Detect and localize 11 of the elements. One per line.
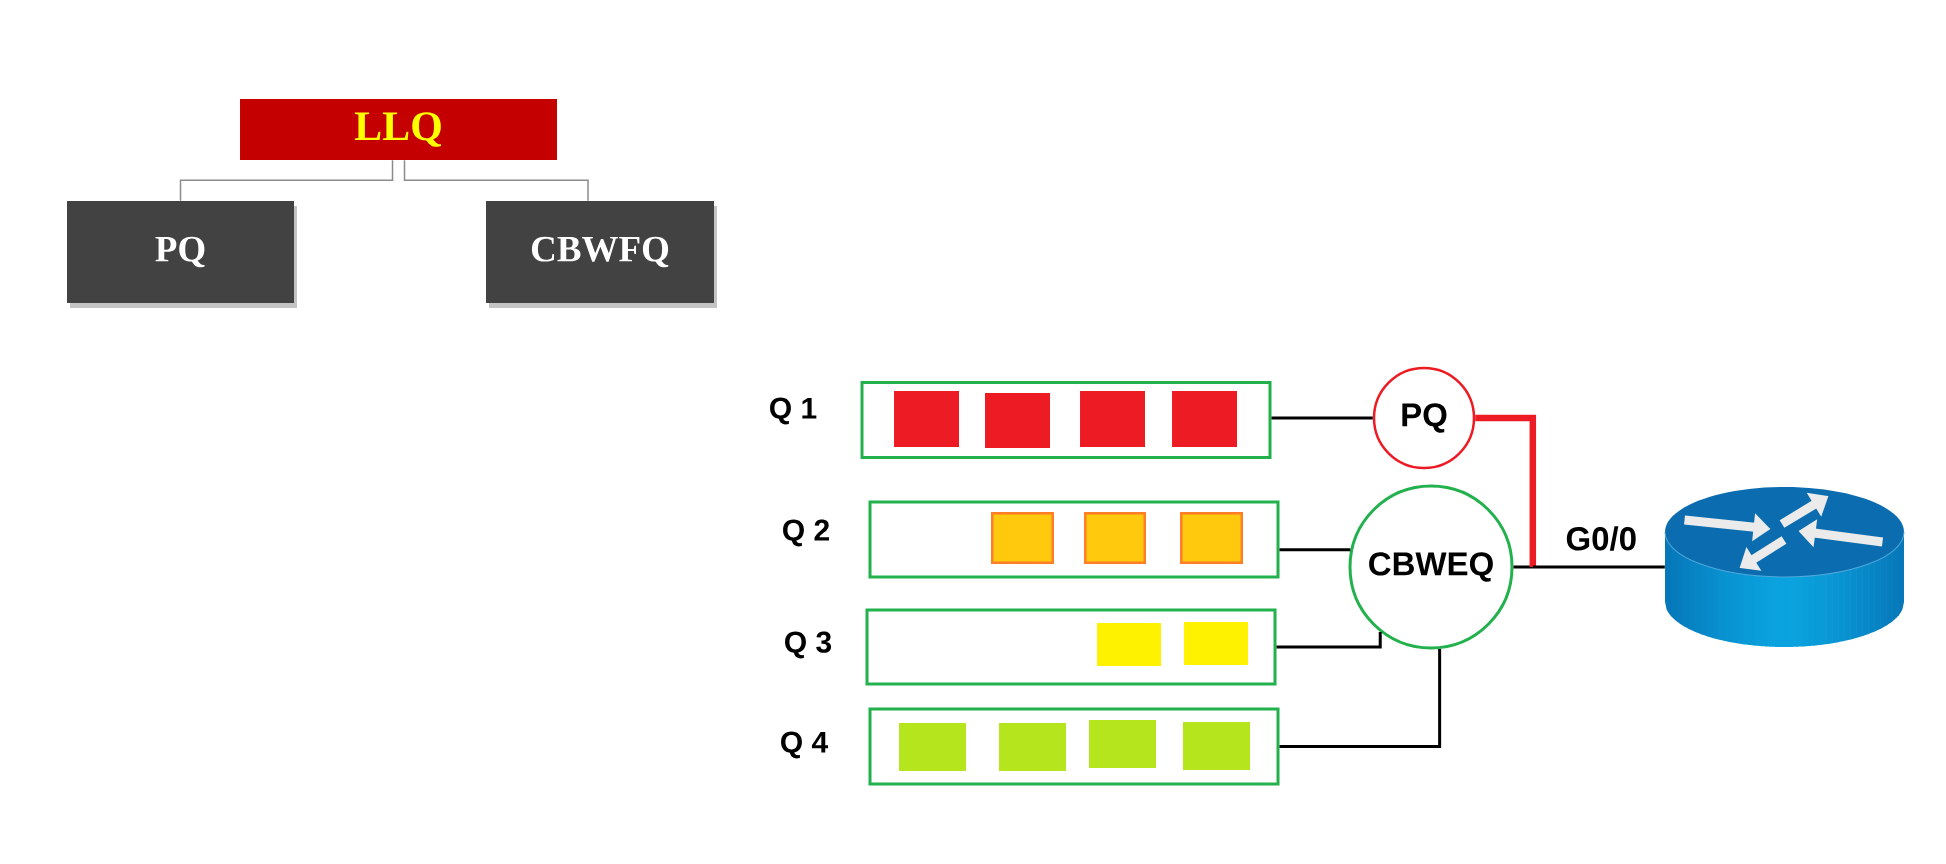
queue-label: Q 3: [785, 631, 832, 659]
child-box: CBWFQ: [486, 201, 717, 308]
queue-label: Q 2: [783, 519, 829, 547]
circle-node: CBWEQ: [1348, 484, 1514, 650]
router-icon: [1664, 487, 1905, 647]
queue-label: Q 4: [781, 731, 828, 759]
queue-label: Q 1: [770, 397, 817, 425]
edge-label: G0/0: [1564, 525, 1639, 552]
circle-node: PQ: [1372, 366, 1476, 470]
root-box: LLQ: [240, 99, 557, 160]
child-box: PQ: [67, 201, 297, 308]
